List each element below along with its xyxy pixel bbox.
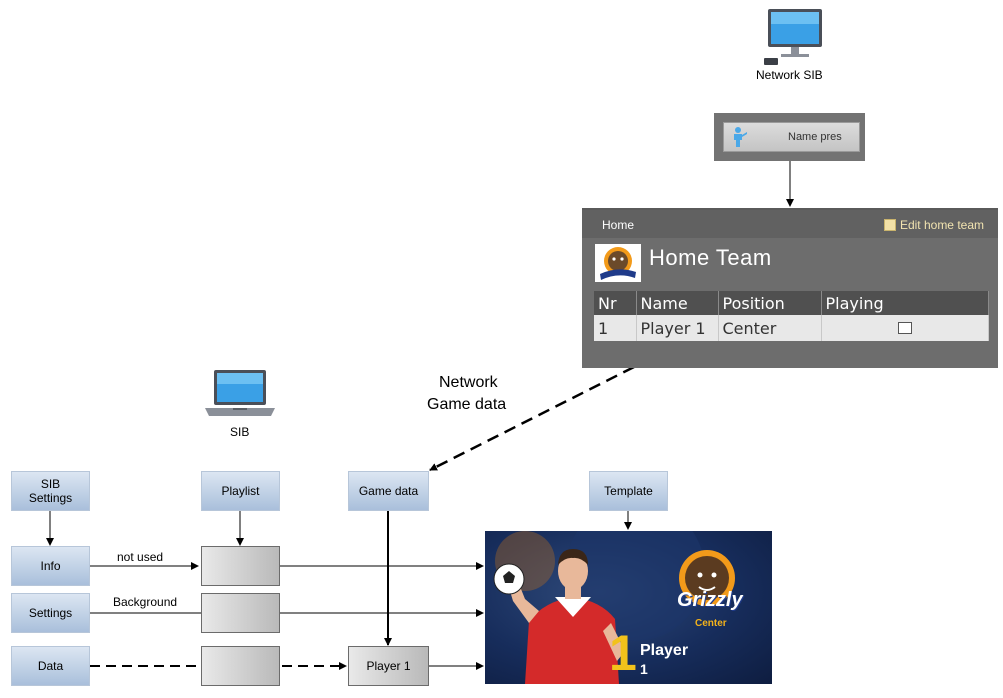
- home-tab[interactable]: Home: [602, 218, 635, 232]
- template-box[interactable]: Template: [589, 471, 668, 511]
- playing-checkbox[interactable]: [897, 321, 912, 334]
- data-box[interactable]: Data: [11, 646, 90, 686]
- players-table: Nr Name Position Playing 1 Player 1 Cent…: [594, 291, 989, 341]
- playlist-slot-data[interactable]: [201, 646, 280, 686]
- game-data-box[interactable]: Game data: [348, 471, 429, 511]
- table-row[interactable]: 1 Player 1 Center: [594, 315, 989, 341]
- game-data-network-label: Game data: [427, 396, 507, 413]
- background-label: Background: [113, 595, 178, 609]
- network-sib-label: Network SIB: [756, 68, 823, 82]
- person-icon: [734, 127, 747, 147]
- grizzly-logo: [595, 244, 641, 282]
- graphic-player-word: Player: [640, 642, 689, 659]
- edit-home-team-link[interactable]: Edit home team: [883, 218, 984, 232]
- desktop-computer-icon: [764, 9, 822, 65]
- table-header-row: Nr Name Position Playing: [594, 291, 989, 315]
- info-box[interactable]: Info: [11, 546, 90, 586]
- player1-box[interactable]: Player 1: [348, 646, 429, 686]
- sib-settings-box[interactable]: SIB Settings: [11, 471, 90, 511]
- cell-nr: 1: [594, 315, 637, 341]
- settings-box[interactable]: Settings: [11, 593, 90, 633]
- graphic-number: 1: [609, 625, 637, 681]
- graphic-artwork: [493, 531, 735, 684]
- output-graphic: Grizzly Center 1 Player 1: [485, 531, 772, 684]
- playlist-box[interactable]: Playlist: [201, 471, 280, 511]
- edit-home-team-label: Edit home team: [899, 218, 984, 232]
- not-used-label: not used: [117, 550, 164, 564]
- name-pres-button[interactable]: Name pres: [723, 122, 860, 152]
- sib-label: SIB: [230, 425, 250, 439]
- graphic-logo-text: Grizzly: [677, 589, 743, 611]
- home-team-panel: Home Edit home team Home Team Nr Name Po…: [582, 208, 998, 368]
- col-header-nr[interactable]: Nr: [594, 291, 637, 315]
- network-label: Network: [439, 374, 498, 391]
- col-header-playing[interactable]: Playing: [821, 291, 989, 315]
- laptop-icon: [205, 370, 275, 416]
- cell-name: Player 1: [636, 315, 719, 341]
- arrow-network-gamedata: [429, 365, 635, 472]
- col-header-position[interactable]: Position: [718, 291, 822, 315]
- team-name: Home Team: [649, 245, 772, 270]
- name-pres-frame: Name pres: [714, 113, 865, 161]
- edit-icon: [883, 219, 896, 231]
- cell-playing: [821, 315, 989, 341]
- playlist-slot-info[interactable]: [201, 546, 280, 586]
- cell-position: Center: [718, 315, 822, 341]
- panel-header: Home Edit home team: [582, 210, 998, 238]
- graphic-position: Center: [695, 618, 727, 629]
- name-pres-label: Name pres: [788, 131, 842, 143]
- col-header-name[interactable]: Name: [636, 291, 719, 315]
- playlist-slot-settings[interactable]: [201, 593, 280, 633]
- graphic-player-num: 1: [640, 661, 648, 677]
